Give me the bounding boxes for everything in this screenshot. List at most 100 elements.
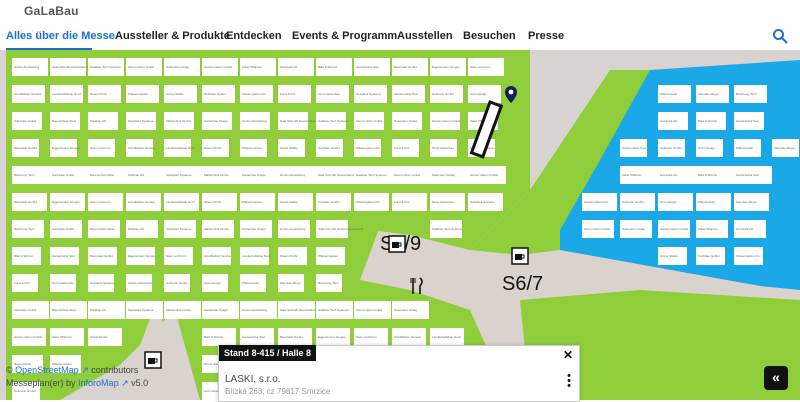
booth[interactable] bbox=[430, 58, 466, 76]
booth[interactable] bbox=[354, 58, 390, 76]
booth[interactable] bbox=[278, 85, 311, 103]
booth[interactable] bbox=[582, 220, 614, 238]
booth[interactable] bbox=[734, 166, 772, 184]
nav-item-besuchen[interactable]: Besuchen bbox=[463, 30, 516, 42]
booth[interactable] bbox=[658, 85, 691, 103]
booth[interactable] bbox=[164, 58, 200, 76]
external-link-icon[interactable]: ↗ bbox=[81, 365, 89, 375]
booth[interactable] bbox=[620, 220, 652, 238]
hall-middle-right[interactable] bbox=[470, 70, 650, 255]
osm-link[interactable]: OpenStreetMap bbox=[15, 365, 79, 375]
booth[interactable] bbox=[316, 139, 343, 157]
selected-booth[interactable] bbox=[469, 100, 504, 159]
booth[interactable] bbox=[12, 247, 41, 265]
booth[interactable] bbox=[164, 112, 194, 130]
booth[interactable] bbox=[88, 247, 117, 265]
nav-item-entdecken[interactable]: Entdecken bbox=[226, 30, 282, 42]
booth[interactable] bbox=[202, 247, 231, 265]
booth[interactable] bbox=[316, 112, 346, 130]
search-icon[interactable] bbox=[772, 28, 788, 44]
booth[interactable] bbox=[126, 139, 153, 157]
nav-item-presse[interactable]: Presse bbox=[528, 30, 565, 42]
booth[interactable] bbox=[278, 112, 308, 130]
booth[interactable] bbox=[12, 355, 43, 373]
booth[interactable] bbox=[658, 247, 687, 265]
booth[interactable] bbox=[12, 58, 48, 76]
booth[interactable] bbox=[240, 58, 276, 76]
more-menu-icon[interactable]: ••• bbox=[567, 370, 571, 392]
booth[interactable] bbox=[658, 112, 688, 130]
restaurant-icon[interactable] bbox=[410, 277, 423, 294]
booth[interactable] bbox=[202, 220, 234, 238]
booth[interactable] bbox=[468, 193, 503, 211]
booth[interactable] bbox=[278, 274, 304, 292]
booth[interactable] bbox=[696, 247, 725, 265]
booth[interactable] bbox=[278, 301, 315, 319]
booth[interactable] bbox=[164, 193, 199, 211]
booth[interactable] bbox=[696, 85, 729, 103]
booth[interactable] bbox=[354, 85, 387, 103]
booth[interactable] bbox=[50, 328, 84, 346]
booth[interactable] bbox=[734, 220, 766, 238]
booth[interactable] bbox=[582, 193, 617, 211]
booth[interactable] bbox=[88, 85, 121, 103]
booth[interactable] bbox=[696, 139, 723, 157]
booth[interactable] bbox=[126, 193, 161, 211]
booth[interactable] bbox=[696, 166, 734, 184]
booth[interactable] bbox=[240, 220, 272, 238]
booth[interactable] bbox=[164, 166, 202, 184]
booth[interactable] bbox=[240, 139, 267, 157]
booth[interactable] bbox=[88, 301, 125, 319]
booth[interactable] bbox=[734, 139, 761, 157]
booth[interactable] bbox=[392, 112, 422, 130]
booth[interactable] bbox=[316, 85, 349, 103]
booth[interactable] bbox=[88, 274, 114, 292]
booth[interactable] bbox=[12, 139, 39, 157]
booth[interactable] bbox=[126, 301, 163, 319]
booth[interactable] bbox=[12, 193, 47, 211]
booth[interactable] bbox=[240, 247, 269, 265]
booth[interactable] bbox=[430, 112, 460, 130]
close-icon[interactable]: ✕ bbox=[562, 348, 573, 362]
booth[interactable] bbox=[202, 274, 228, 292]
booth[interactable] bbox=[88, 220, 120, 238]
booth[interactable] bbox=[12, 220, 44, 238]
booth[interactable] bbox=[392, 301, 429, 319]
booth[interactable] bbox=[50, 193, 85, 211]
booth[interactable] bbox=[164, 274, 190, 292]
booth[interactable] bbox=[50, 166, 88, 184]
booth[interactable] bbox=[50, 220, 82, 238]
booth[interactable] bbox=[12, 112, 42, 130]
coffee-icon[interactable] bbox=[511, 247, 529, 265]
booth[interactable] bbox=[202, 112, 232, 130]
booth[interactable] bbox=[316, 301, 353, 319]
booth[interactable] bbox=[88, 58, 124, 76]
booth[interactable] bbox=[392, 193, 427, 211]
booth[interactable] bbox=[354, 328, 388, 346]
booth[interactable] bbox=[50, 355, 81, 373]
booth[interactable] bbox=[278, 166, 316, 184]
booth[interactable] bbox=[468, 58, 504, 76]
booth[interactable] bbox=[202, 166, 240, 184]
booth[interactable] bbox=[50, 139, 77, 157]
booth[interactable] bbox=[50, 58, 86, 76]
collapse-panel-button[interactable]: « bbox=[764, 366, 788, 390]
booth[interactable] bbox=[126, 220, 158, 238]
booth[interactable] bbox=[658, 220, 690, 238]
hall-bottom-right[interactable] bbox=[520, 290, 800, 400]
booth[interactable] bbox=[430, 193, 465, 211]
booth[interactable] bbox=[126, 166, 164, 184]
inforomap-link[interactable]: InforoMap bbox=[78, 378, 119, 388]
booth[interactable] bbox=[12, 274, 38, 292]
booth[interactable] bbox=[278, 58, 314, 76]
booth[interactable] bbox=[240, 112, 270, 130]
booth[interactable] bbox=[202, 85, 235, 103]
booth[interactable] bbox=[734, 193, 769, 211]
booth[interactable] bbox=[126, 274, 152, 292]
booth[interactable] bbox=[354, 301, 391, 319]
booth[interactable] bbox=[164, 247, 193, 265]
booth[interactable] bbox=[240, 166, 278, 184]
booth[interactable] bbox=[316, 58, 352, 76]
